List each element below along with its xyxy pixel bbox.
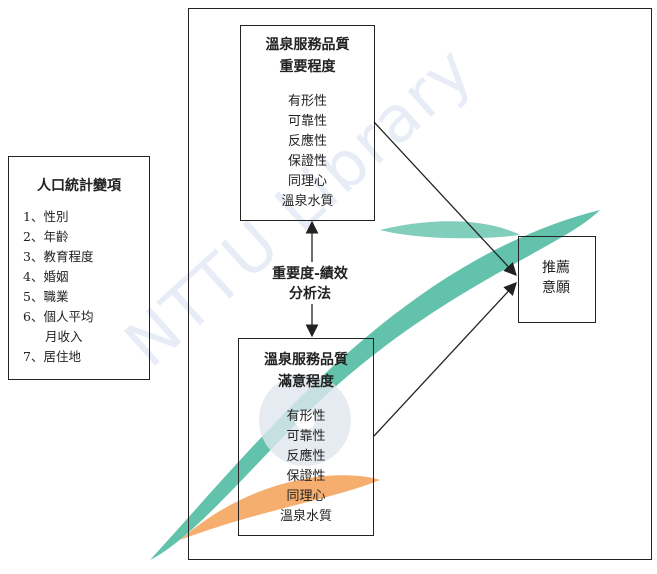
satisfaction-item: 保證性 bbox=[286, 469, 326, 484]
satisfaction-box: 溫泉服務品質 滿意程度 有形性 可靠性 反應性 保證性 同理心 溫泉水質 bbox=[238, 338, 374, 536]
method-line1: 重要度-績效 bbox=[272, 266, 348, 282]
demographics-item: 6、個人平均 bbox=[23, 309, 94, 324]
importance-item: 保證性 bbox=[287, 154, 327, 169]
importance-item: 反應性 bbox=[287, 134, 327, 149]
satisfaction-title-line1: 溫泉服務品質 bbox=[264, 352, 348, 368]
demographics-item: 5、職業 bbox=[23, 289, 69, 304]
demographics-item: 4、婚姻 bbox=[23, 269, 69, 284]
satisfaction-item: 可靠性 bbox=[286, 429, 326, 444]
satisfaction-item: 溫泉水質 bbox=[279, 509, 332, 524]
importance-item: 可靠性 bbox=[287, 114, 327, 129]
importance-title-line2: 重要程度 bbox=[279, 59, 336, 75]
importance-item: 有形性 bbox=[287, 94, 327, 109]
demographics-box: 人口統計變項 1、性別 2、年齡 3、教育程度 4、婚姻 5、職業 6、個人平均… bbox=[8, 156, 150, 380]
demographics-list: 1、性別 2、年齡 3、教育程度 4、婚姻 5、職業 6、個人平均 月收入 7、… bbox=[23, 207, 93, 367]
demographics-item: 7、居住地 bbox=[23, 349, 81, 364]
demographics-title: 人口統計變項 bbox=[37, 178, 121, 194]
demographics-item: 月收入 bbox=[45, 329, 83, 344]
method-label: 重要度-績效 分析法 bbox=[258, 264, 362, 304]
method-line2: 分析法 bbox=[289, 286, 331, 302]
demographics-item: 2、年齡 bbox=[23, 229, 69, 244]
satisfaction-item: 反應性 bbox=[286, 449, 326, 464]
recommendation-line1: 推薦 bbox=[542, 260, 570, 276]
satisfaction-title-line2: 滿意程度 bbox=[278, 374, 334, 390]
importance-item: 同理心 bbox=[287, 174, 327, 189]
importance-box: 溫泉服務品質 重要程度 有形性 可靠性 反應性 保證性 同理心 溫泉水質 bbox=[240, 25, 375, 221]
arrow-satisfaction-to-recommendation bbox=[373, 282, 517, 437]
demographics-item: 3、教育程度 bbox=[23, 249, 94, 264]
importance-item: 溫泉水質 bbox=[281, 194, 334, 209]
demographics-item: 1、性別 bbox=[23, 209, 69, 224]
satisfaction-item: 有形性 bbox=[286, 409, 326, 424]
satisfaction-item: 同理心 bbox=[286, 489, 326, 504]
framework-frame bbox=[188, 8, 652, 560]
importance-title-line1: 溫泉服務品質 bbox=[265, 37, 350, 53]
arrow-importance-to-recommendation bbox=[373, 121, 517, 276]
recommendation-label: 推薦 意願 bbox=[518, 258, 594, 298]
recommendation-box bbox=[518, 236, 596, 323]
recommendation-line2: 意願 bbox=[542, 280, 570, 296]
